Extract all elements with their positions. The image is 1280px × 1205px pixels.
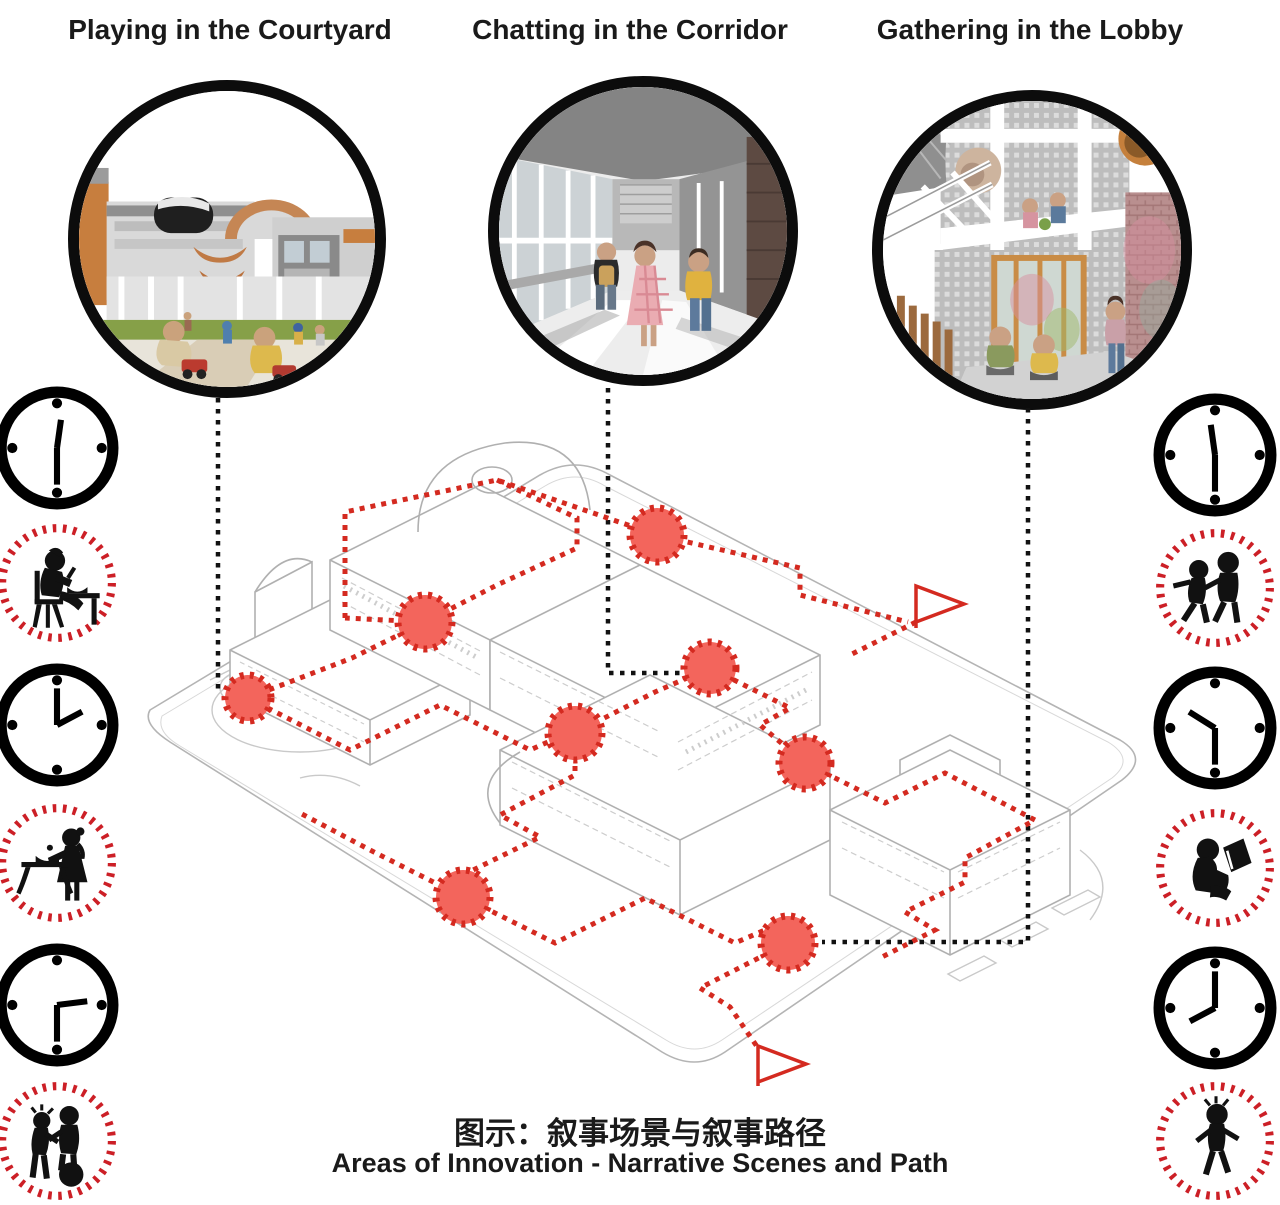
caption-english-bold: Areas of Innovation [331,1148,584,1178]
children-playing-ball-icon [0,1078,120,1204]
clock-icon [0,662,120,788]
facade-window-lines [239,577,1061,899]
scene-photo-corridor [488,76,798,386]
scene-title-corridor: Chatting in the Corridor [472,14,788,45]
clock-icon [1152,665,1278,791]
clock-icon [1152,945,1278,1071]
scene-leader-lines [215,388,1031,945]
scene-photo-courtyard [68,80,386,398]
path-flags [756,583,969,1086]
children-running-together-icon [1152,525,1278,651]
child-reading-book-icon [1152,805,1278,931]
clock-icon [0,942,120,1068]
girl-cooking-at-table-icon [0,800,120,926]
child-eating-at-desk-icon [0,520,120,646]
caption-english-rest: - Narrative Scenes and Path [583,1148,949,1178]
clock-icon [1152,392,1278,518]
scene-photo-lobby [872,90,1192,410]
axonometric-site-drawing [147,388,1137,1086]
scene-title-courtyard: Playing in the Courtyard [68,14,392,45]
end-flag-icon [756,1043,811,1086]
narrative-scene-nodes [221,504,835,974]
scene-title-lobby: Gathering in the Lobby [876,14,1184,45]
child-running-icon [1152,1078,1278,1204]
caption-chinese: 图示：叙事场景与叙事路径 [454,1116,826,1151]
start-flag-icon [914,583,969,628]
caption-english: Areas of Innovation - Narrative Scenes a… [0,1148,1280,1179]
clock-icon [0,385,120,511]
